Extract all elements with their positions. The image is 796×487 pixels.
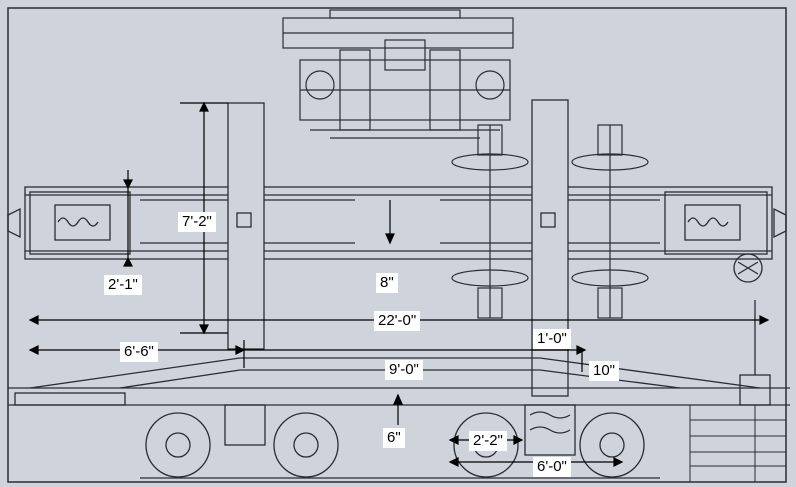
- dimension-label-end-width: 2'-1": [104, 275, 142, 295]
- dimension-label-height: 7'-2": [178, 212, 216, 232]
- dimension-label-bolster-width: 1'-0": [533, 329, 571, 349]
- dimension-label-bolster-offset: 6'-6": [120, 342, 158, 362]
- elevation-wheels: [140, 412, 660, 479]
- title-block: [689, 404, 787, 483]
- dimension-label-bolster-span: 9'-0": [385, 360, 423, 380]
- plan-side-frame: [7, 186, 787, 283]
- dimension-label-gap: 8": [376, 273, 398, 293]
- plan-bolsters: [227, 99, 569, 397]
- dimension-label-drop-6: 6": [383, 428, 405, 448]
- dimension-label-wheel-diameter: 2'-2": [469, 431, 507, 451]
- dimension-label-overall-length: 22'-0": [374, 311, 421, 331]
- dimension-label-drop-10: 10": [589, 361, 620, 381]
- dimension-label-wheelbase: 6'-0": [533, 457, 571, 477]
- top-bolster-assembly: [282, 9, 514, 139]
- plan-wheels: [451, 124, 649, 319]
- elevation-frame: [8, 300, 790, 456]
- sheet-border: [7, 7, 787, 483]
